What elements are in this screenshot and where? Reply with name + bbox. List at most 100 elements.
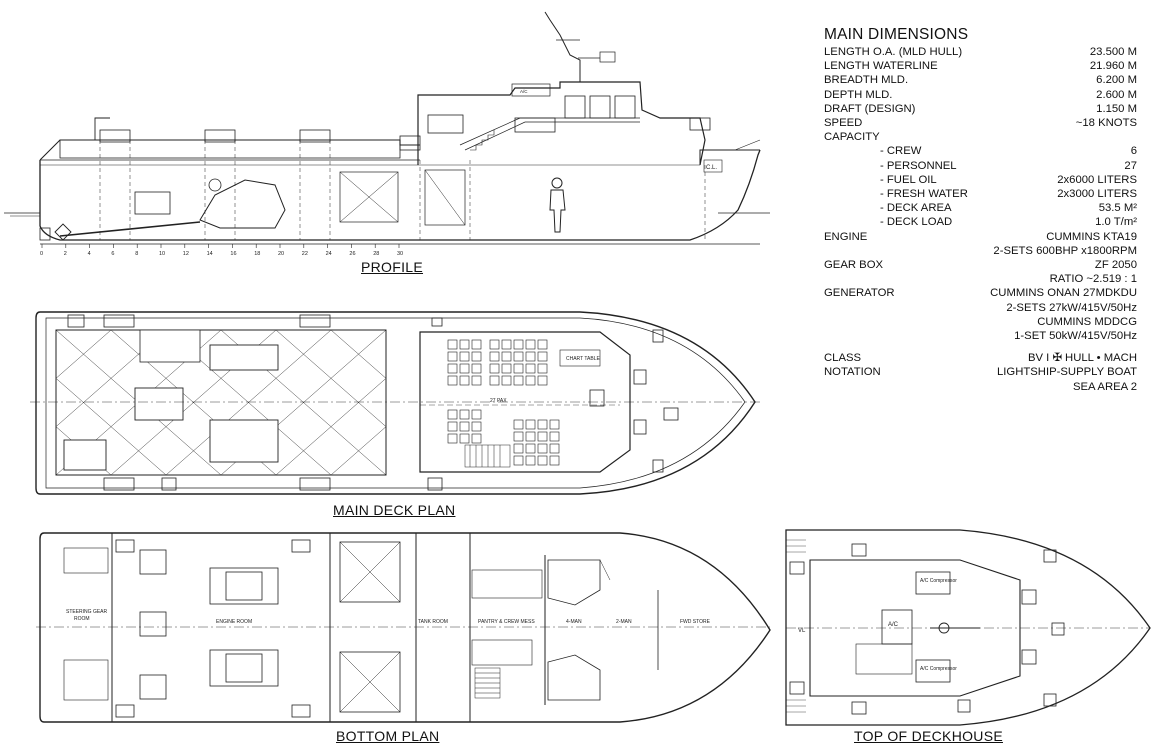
passenger-seat [525,455,536,466]
spec-value: SEA AREA 2 [1072,380,1137,393]
passenger-seat [549,419,560,430]
spec-value: 6 [1130,145,1137,158]
deck-hatch-line [110,426,167,476]
frame-number: 4 [88,251,91,257]
steering-room-label: ROOM [74,616,90,622]
steering-gear-label: STEERING GEAR [66,609,108,615]
frame-number: 16 [230,251,236,257]
frame-number: 26 [349,251,355,257]
spec-value: ~18 KNOTS [1075,117,1137,130]
deck-hatch-line [275,378,332,427]
passenger-seat [459,339,470,350]
deck-hatch-line [330,426,387,476]
top-deckhouse-plan: A/C Compressor A/C Compressor A/C VL [785,529,1151,726]
deck-hatch-line [55,378,112,427]
passenger-seat [513,351,524,362]
passenger-seat [537,443,548,454]
spec-row: GEAR BOX ZF 2050 [824,258,1137,272]
four-man-label: 4-MAN [566,619,582,625]
spec-value: CUMMINS KTA19 [1046,230,1137,243]
frame-number: 30 [397,251,403,257]
passenger-seat [537,431,548,442]
two-man-label: 2-MAN [616,619,632,625]
passenger-seat [447,375,458,386]
spec-row: LENGTH O.A. (MLD HULL)23.500 M [824,45,1137,59]
deck-hatch-line [55,329,112,379]
spec-label: - DECK LOAD [880,216,953,229]
passenger-seat [471,433,482,444]
passenger-seat [525,431,536,442]
passenger-seat [489,375,500,386]
passenger-seat [459,433,470,444]
passenger-seat [501,375,512,386]
frame-number: 28 [373,251,379,257]
frame-number: 8 [135,251,138,257]
profile-caption: PROFILE [361,259,424,275]
frame-number: 6 [111,251,114,257]
spec-row: CAPACITY [824,130,1137,144]
frame-number: 24 [326,251,332,257]
passenger-seat [459,409,470,420]
spec-row: BREADTH MLD.6.200 M [824,73,1137,87]
main-deck-plan: CHART TABLE 27 PAX [30,311,760,495]
passenger-seat [537,339,548,350]
spec-label: DRAFT (DESIGN) [824,102,916,115]
ac-compressor-bottom-label: A/C Compressor [920,666,957,672]
spec-row: 1-SET 50kW/415V/50Hz [824,329,1137,343]
deck-hatch-line [220,378,277,427]
passenger-seat [525,443,536,454]
spec-value: 21.960 M [1089,60,1137,73]
spec-label: CAPACITY [824,131,880,144]
spec-row: SPEED ~18 KNOTS [824,116,1137,130]
passenger-seat [549,455,560,466]
spec-row: DEPTH MLD.2.600 M [824,88,1137,102]
spec-label: - CREW [880,145,922,158]
passenger-seat [513,339,524,350]
passenger-seat [459,351,470,362]
spec-value: 2.600 M [1096,88,1137,101]
passenger-seat [513,375,524,386]
spec-spacer [824,343,1137,351]
frame-number: 10 [159,251,165,257]
spec-value: 2x6000 LITERS [1057,173,1137,186]
passenger-seat [513,419,524,430]
passenger-seat [501,351,512,362]
spec-label: GEAR BOX [824,259,884,272]
spec-value: 1-SET 50kW/415V/50Hz [1014,330,1137,343]
passenger-seat [447,339,458,350]
deck-hatch-line [330,329,387,379]
top-of-deckhouse-caption: TOP OF DECKHOUSE [854,728,1003,744]
passenger-seat [501,363,512,374]
passenger-seat [447,363,458,374]
main-dimensions-table: MAIN DIMENSIONS LENGTH O.A. (MLD HULL)23… [824,26,1137,394]
passenger-seat [537,375,548,386]
spec-label: CLASS [824,352,862,365]
profile-cl-label: C.L. [706,165,717,171]
pax-label: 27 PAX [490,398,507,404]
passenger-seat [459,375,470,386]
passenger-seat [513,443,524,454]
spec-value: 1.0 T/m² [1095,216,1137,229]
passenger-seat [513,455,524,466]
spec-label: SPEED [824,117,863,130]
spec-value: LIGHTSHIP-SUPPLY BOAT [997,366,1137,379]
spec-row: CUMMINS MDDCG [824,315,1137,329]
frame-number: 14 [207,251,213,257]
passenger-seat [447,351,458,362]
spec-label: LENGTH WATERLINE [824,60,938,73]
spec-value: 27 [1124,159,1137,172]
spec-value: ZF 2050 [1094,259,1137,272]
spec-value [880,130,1137,144]
tank-room-label: TANK ROOM [418,619,448,625]
passenger-seat [489,363,500,374]
passenger-seat [537,455,548,466]
spec-value: CUMMINS ONAN 27MDKDU [990,287,1137,300]
